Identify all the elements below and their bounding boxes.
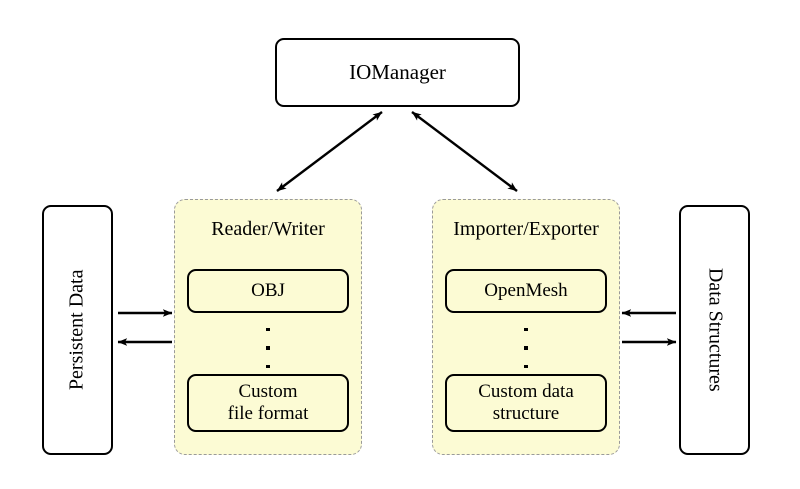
node-obj-label: OBJ (251, 279, 285, 301)
ellipsis-dot (524, 346, 528, 350)
ellipsis-dot (266, 364, 270, 368)
node-custom-data-structure[interactable]: Custom data structure (445, 374, 607, 432)
ellipsis-dot (266, 328, 270, 332)
node-data-structures[interactable]: Data Structures (679, 205, 750, 455)
node-openmesh[interactable]: OpenMesh (445, 269, 607, 313)
ellipsis-reader-writer (175, 328, 361, 368)
node-custom-data-structure-line1: Custom data (478, 380, 574, 402)
node-obj[interactable]: OBJ (187, 269, 349, 313)
ellipsis-dot (266, 346, 270, 350)
node-persistent-data[interactable]: Persistent Data (42, 205, 113, 455)
group-reader-writer-title: Reader/Writer (211, 218, 325, 240)
node-custom-file-format-line2: file format (227, 403, 309, 424)
arrow-manager-readerwriter (276, 111, 383, 192)
ellipsis-dot (524, 328, 528, 332)
data-structures-label: Data Structures (704, 268, 727, 392)
node-custom-file-format-line1: Custom (238, 380, 298, 402)
group-importer-exporter-title: Importer/Exporter (453, 218, 599, 240)
node-openmesh-label: OpenMesh (484, 279, 568, 301)
persistent-data-label: Persistent Data (65, 269, 88, 391)
ellipsis-dot (524, 364, 528, 368)
group-importer-exporter[interactable]: Importer/Exporter OpenMesh Custom data s… (432, 199, 620, 455)
node-io-manager[interactable]: IOManager (275, 38, 520, 107)
group-reader-writer[interactable]: Reader/Writer OBJ Custom file format (174, 199, 362, 455)
arrow-manager-importerexporter (411, 111, 518, 192)
io-manager-label: IOManager (349, 60, 446, 85)
ellipsis-importer-exporter (433, 328, 619, 368)
node-custom-file-format[interactable]: Custom file format (187, 374, 349, 432)
node-custom-data-structure-line2: structure (492, 403, 560, 424)
